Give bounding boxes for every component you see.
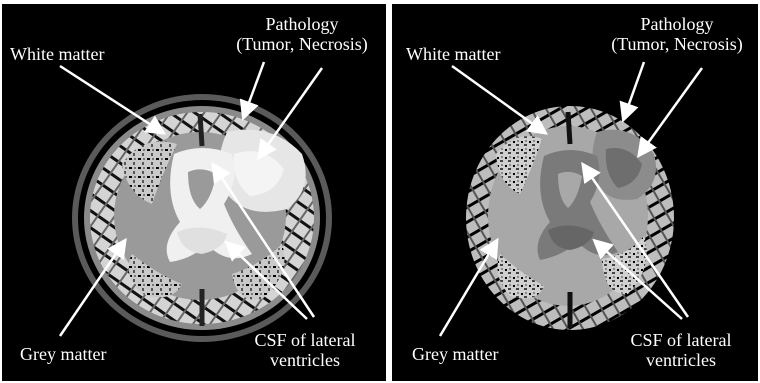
label-pathology-title: Pathology [596, 14, 758, 34]
label-pathology-title: Pathology [222, 14, 382, 34]
label-pathology: Pathology (Tumor, Necrosis) [222, 14, 382, 54]
label-csf-line1: CSF of lateral [230, 330, 380, 350]
label-csf-line1: CSF of lateral [606, 330, 756, 350]
segmentation-panel-left: White matter Pathology (Tumor, Necrosis)… [2, 4, 386, 381]
label-csf: CSF of lateral ventricles [230, 330, 380, 370]
label-white-matter: White matter [10, 44, 104, 64]
label-csf: CSF of lateral ventricles [606, 330, 756, 370]
label-pathology-detail: (Tumor, Necrosis) [222, 34, 382, 54]
label-csf-line2: ventricles [230, 350, 380, 370]
label-white-matter: White matter [406, 44, 500, 64]
label-grey-matter: Grey matter [412, 344, 498, 364]
label-pathology: Pathology (Tumor, Necrosis) [596, 14, 758, 54]
label-pathology-detail: (Tumor, Necrosis) [596, 34, 758, 54]
label-grey-matter: Grey matter [20, 344, 106, 364]
segmentation-panel-right: White matter Pathology (Tumor, Necrosis)… [392, 4, 758, 381]
label-csf-line2: ventricles [606, 350, 756, 370]
